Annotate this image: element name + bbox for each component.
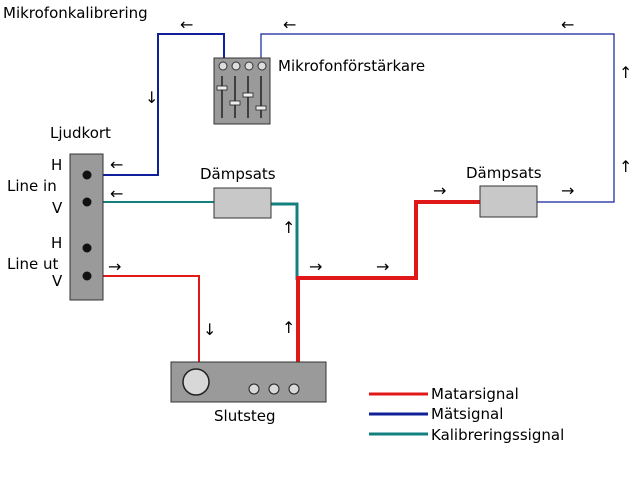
legend-label-feed: Matarsignal [431,385,519,403]
line-in-label: Line in [7,177,57,195]
arrow-right-icon: → [108,257,121,276]
arrow-left-icon: ← [110,184,123,203]
line-in-v-label: V [52,199,63,217]
arrow-left-icon: ← [180,15,193,34]
calibration-wire-to-amp [271,202,299,280]
line-in-h-label: H [51,156,62,174]
line-out-v-label: V [52,272,63,290]
arrow-left-icon: ← [110,155,123,174]
arrow-down-icon: ↓ [145,88,158,107]
attenuator-right [479,185,538,218]
soundcard-label: Ljudkort [50,124,111,142]
arrow-right-icon: → [433,181,446,200]
measure-wire-mic-to-line-in [88,33,225,176]
arrow-up-icon: ↑ [282,318,295,337]
amplifier-label: Slutsteg [214,407,276,425]
arrow-down-icon: ↓ [203,320,216,339]
legend-label-measure: Mätsignal [431,405,503,423]
arrow-left-icon: ← [561,15,574,34]
arrow-right-icon: → [309,257,322,276]
arrow-right-icon: → [376,257,389,276]
measure-wire-attenuator-to-mic [260,33,615,203]
feed-wire-amp-to-attenuator [296,200,480,362]
arrow-up-icon: ↑ [619,63,632,82]
power-amplifier [170,361,327,403]
arrow-left-icon: ← [283,15,296,34]
line-out-h-label: H [51,234,62,252]
mic-amplifier [213,57,271,125]
attenuator-right-label: Dämpsats [466,164,542,182]
arrow-up-icon: ↑ [619,157,632,176]
legend-label-calibration: Kalibreringssignal [431,426,564,444]
attenuator-left [213,187,272,219]
arrow-right-icon: → [561,181,574,200]
feed-wire-line-out-to-amp [88,275,200,362]
mic-amp-label: Mikrofonförstärkare [278,57,425,75]
arrow-up-icon: ↑ [282,218,295,237]
diagram-title: Mikrofonkalibrering [3,4,148,22]
attenuator-left-label: Dämpsats [200,165,276,183]
legend: Matarsignal Mätsignal Kalibreringssignal [369,385,564,444]
soundcard [69,153,104,301]
line-out-label: Line ut [7,255,59,273]
